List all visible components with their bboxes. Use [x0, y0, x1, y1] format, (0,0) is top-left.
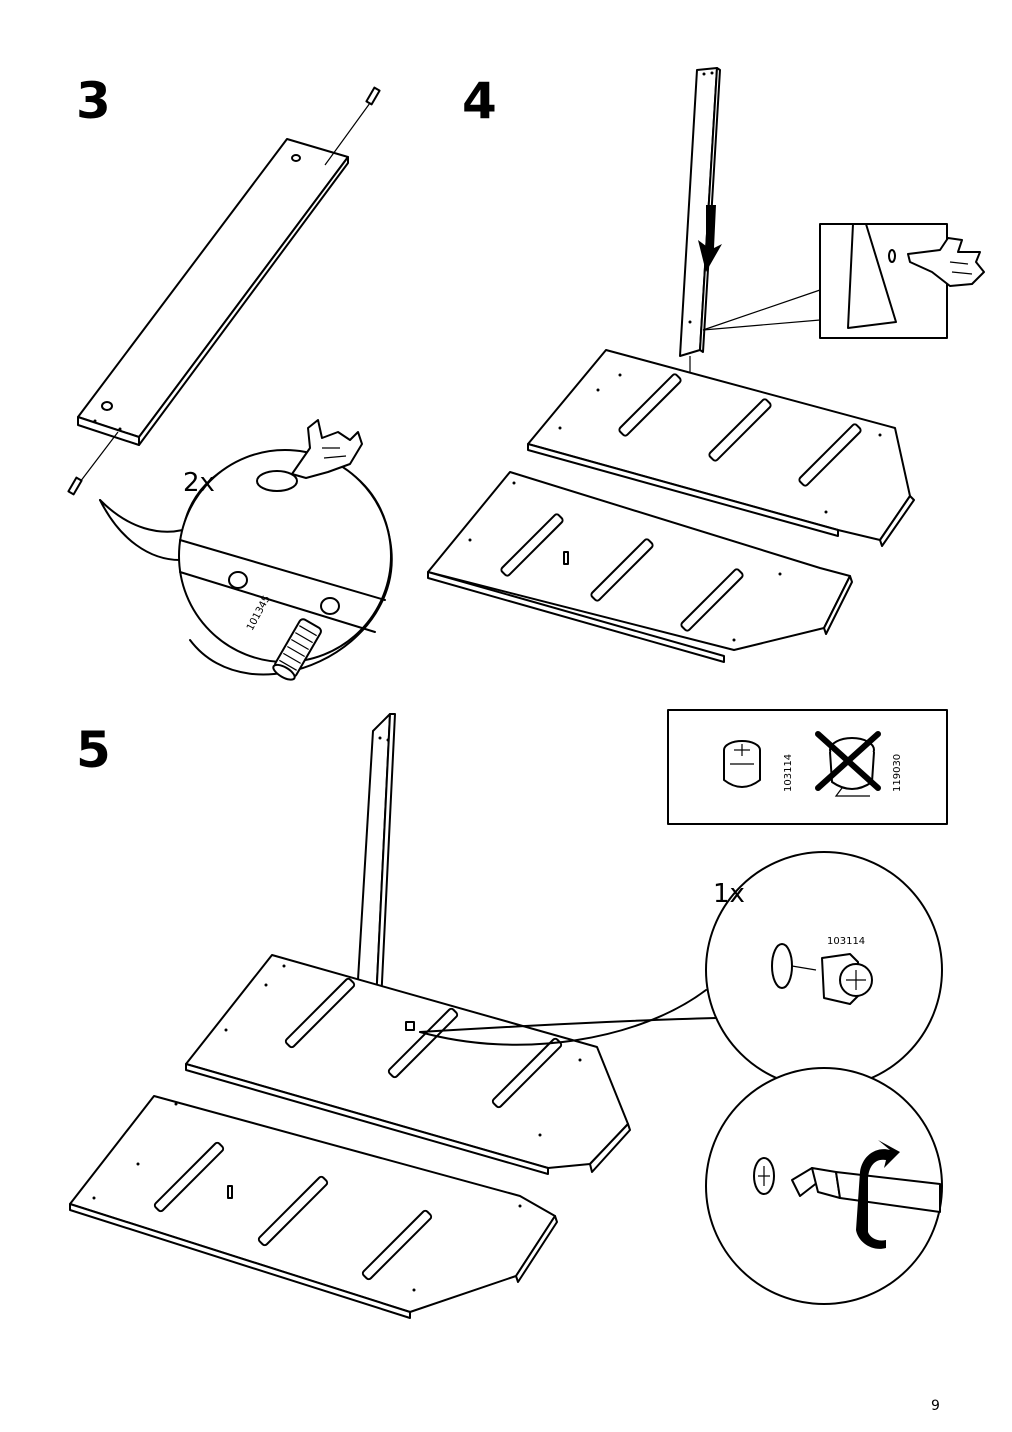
part-number-correct: 103114 — [783, 753, 794, 792]
step-4-upper-base-panel — [527, 349, 915, 547]
step-3-board — [77, 138, 349, 446]
quantity-label: 2x — [183, 468, 215, 498]
part-number: 103114 — [827, 936, 866, 947]
quantity-label: 1x — [713, 879, 745, 909]
rotate-arrow-icon — [856, 1140, 900, 1249]
step-4-detail-box — [702, 223, 985, 339]
step-number: 5 — [76, 721, 111, 779]
step-3-dowel-top — [324, 86, 381, 166]
step-3-zoom-circle — [99, 449, 393, 681]
step-number: 3 — [76, 72, 111, 130]
step-5-callout — [419, 989, 717, 1046]
down-arrow-icon — [698, 205, 722, 272]
hardware-legend-box — [667, 709, 948, 825]
pointing-hand-icon — [291, 419, 363, 479]
cam-lock-103114 — [821, 953, 873, 1005]
pointing-hand-icon — [907, 237, 985, 287]
step-5-zoom-circle-top — [705, 851, 943, 1089]
part-number-incorrect: 119030 — [892, 753, 903, 792]
step-5-upper-base-panel — [185, 954, 631, 1175]
step-3-dowel-bottom — [67, 431, 119, 496]
step-5-lower-base-panel — [69, 1095, 558, 1319]
step-4-lower-base-panel — [427, 471, 853, 663]
page-number: 9 — [931, 1398, 940, 1414]
step-5-zoom-circle-bottom — [705, 1067, 943, 1305]
cam-lock-correct — [723, 740, 761, 788]
cross-out-icon — [815, 731, 881, 791]
dowel-101345 — [272, 618, 322, 681]
step-number: 4 — [462, 72, 497, 130]
